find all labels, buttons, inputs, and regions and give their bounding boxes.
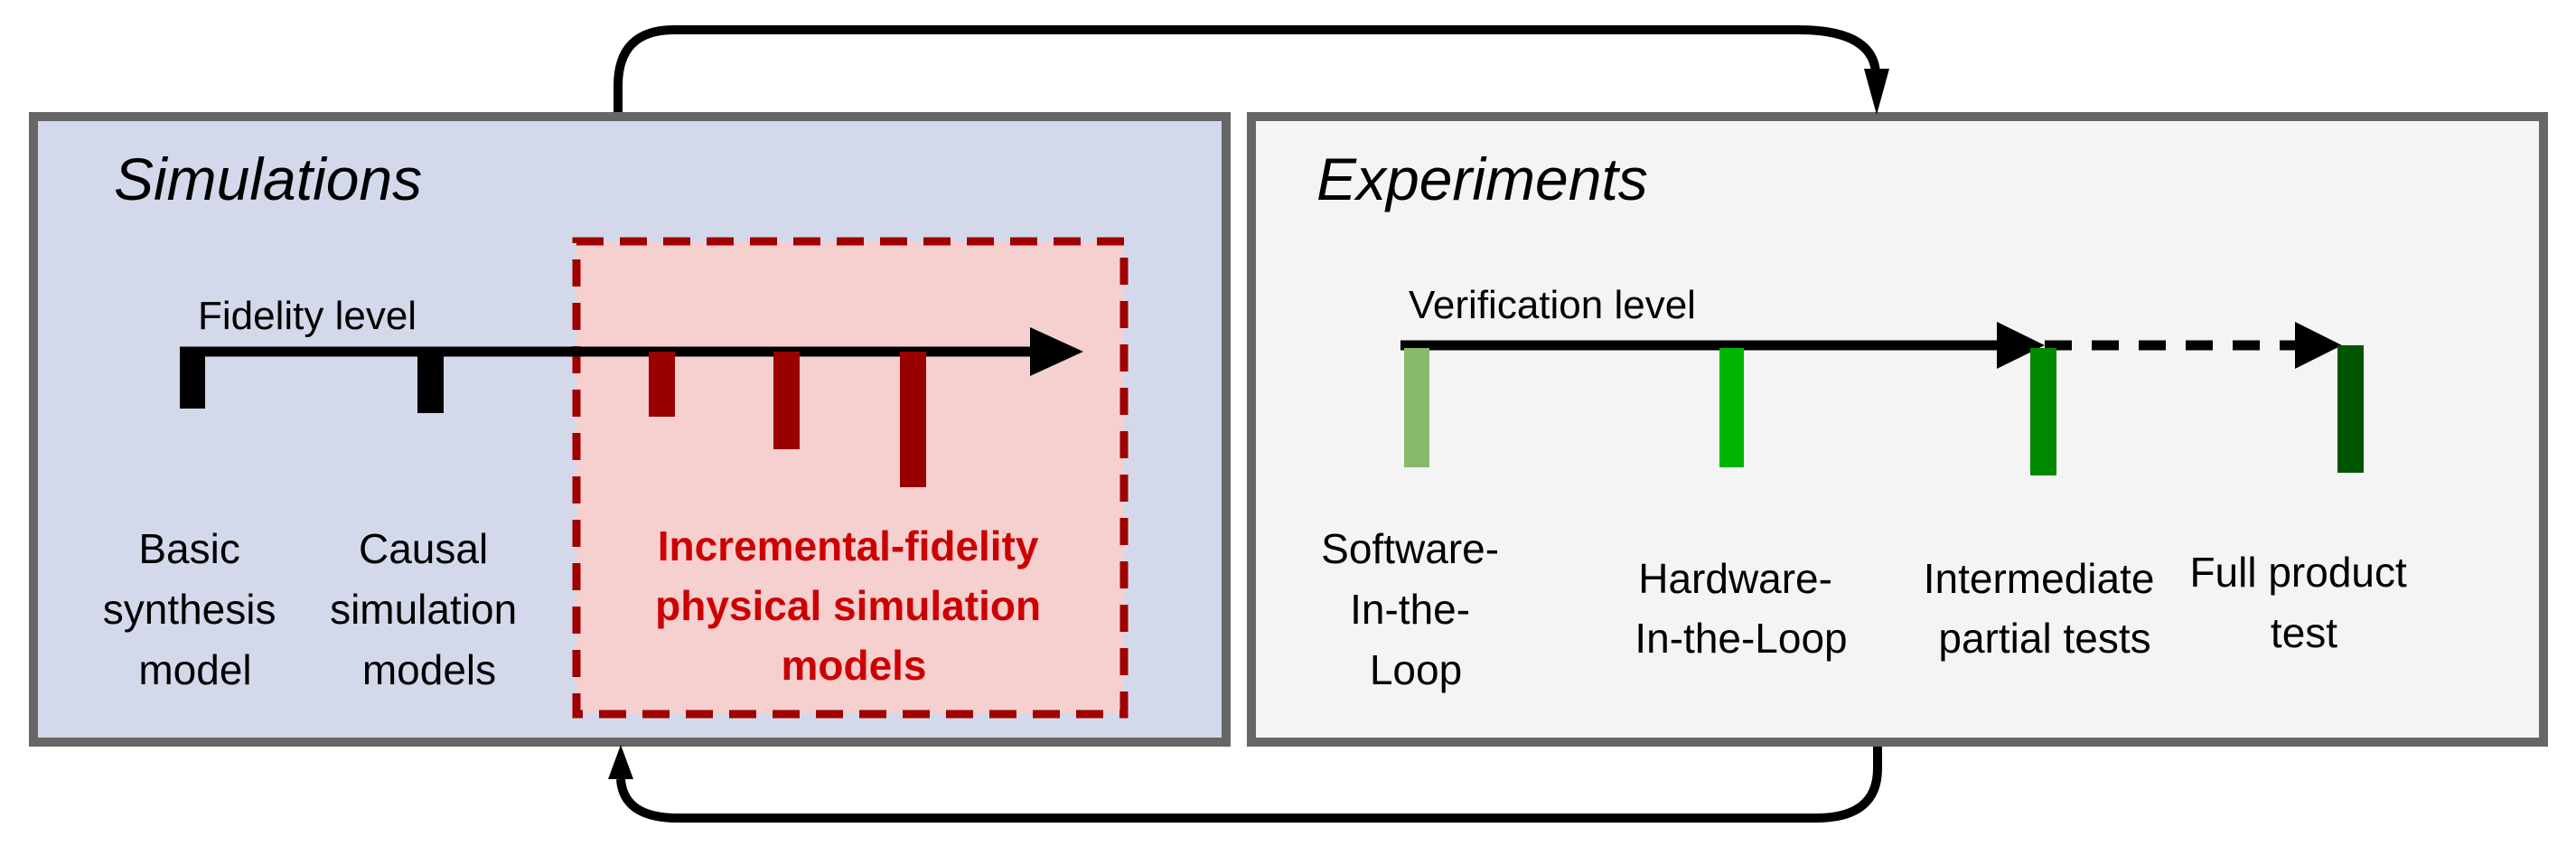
simulations-title: Simulations bbox=[114, 146, 422, 212]
fidelity-tick-causal bbox=[417, 352, 444, 413]
bottom-loop-arrowhead-icon bbox=[608, 745, 633, 779]
experiments-panel: Experiments Verification level Software-… bbox=[1247, 112, 2548, 747]
experiments-box bbox=[1247, 112, 2548, 747]
label-software-in-the-loop: Software- In-the- Loop bbox=[1321, 525, 1511, 693]
experiments-title: Experiments bbox=[1316, 146, 1648, 212]
verification-dashed-arrowhead-icon bbox=[2295, 322, 2342, 369]
verification-tick-full bbox=[2337, 345, 2364, 473]
verification-tick-hil bbox=[1719, 348, 1744, 467]
label-intermediate-partial-tests: Intermediate partial tests bbox=[1924, 555, 2166, 662]
verification-tick-partial bbox=[2030, 348, 2056, 475]
fidelity-tick-basic bbox=[180, 352, 205, 409]
fidelity-tick-physical-3 bbox=[900, 352, 926, 487]
label-hardware-in-the-loop: Hardware- In-the-Loop bbox=[1635, 555, 1847, 662]
verification-tick-sil bbox=[1404, 348, 1429, 467]
fidelity-level-label: Fidelity level bbox=[198, 294, 417, 338]
top-loop-arrowhead-icon bbox=[1864, 69, 1889, 115]
bottom-loop-arrow bbox=[616, 747, 1882, 823]
verification-arrowhead-icon bbox=[1997, 322, 2045, 369]
fidelity-tick-physical-2 bbox=[773, 352, 800, 449]
incremental-fidelity-highlight-box bbox=[572, 237, 1129, 719]
label-basic-synthesis-model: Basic synthesis model bbox=[103, 525, 288, 693]
label-incremental-fidelity-models: Incremental-fidelity physical simulation… bbox=[655, 522, 1053, 689]
label-full-product-test: Full product test bbox=[2189, 549, 2418, 656]
fidelity-tick-physical-1 bbox=[649, 352, 675, 417]
verification-level-label: Verification level bbox=[1409, 283, 1696, 327]
simulations-panel: Simulations Fidelity level Basic synthes… bbox=[29, 112, 1231, 747]
top-loop-arrow bbox=[614, 25, 1880, 112]
fidelity-arrowhead-icon bbox=[1030, 327, 1083, 376]
label-causal-simulation-models: Causal simulation models bbox=[330, 525, 529, 693]
